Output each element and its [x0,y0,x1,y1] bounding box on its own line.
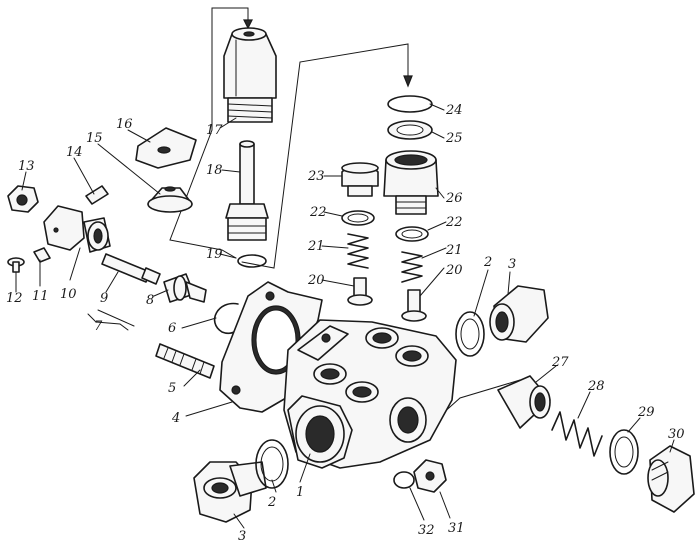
callout-15: 15 [86,131,103,146]
callout-19: 19 [206,247,223,262]
part-18-valve-stem [225,140,269,241]
callout-16: 16 [116,117,133,132]
part-17-valve-cap [223,27,277,123]
part-14-pin [85,185,109,205]
callout-17: 17 [206,123,223,138]
part-29-washer [609,429,639,475]
callout-12: 12 [6,291,23,306]
part-3-fitting-upper [489,285,549,343]
part-26-valve-housing [383,150,439,215]
callout-7: 7 [94,319,103,334]
callout-8: 8 [146,293,154,308]
part-31-hex-nut [413,459,447,493]
callout-2-upper: 2 [483,255,492,270]
callout-22-left: 22 [309,205,327,220]
callout-23: 23 [307,169,325,184]
part-4-gasket [219,281,323,413]
callout-32: 32 [418,523,435,538]
leader-lines [15,103,675,529]
callout-21-right: 21 [445,243,463,258]
part-3-fitting-lower [193,461,267,523]
part-22-seal-ring-right [395,226,429,242]
callout-22-right: 22 [445,215,463,230]
callout-29: 29 [637,405,655,420]
callout-9: 9 [100,291,108,306]
part-20-valve-left [347,277,373,306]
part-8-plunger [163,273,207,303]
callout-5: 5 [168,381,176,396]
callout-13: 13 [18,159,35,174]
part-20-valve-right [401,289,427,322]
callout-24: 24 [445,103,463,118]
callout-4: 4 [171,411,180,426]
part-10-bracket [43,205,111,253]
part-30-end-plug [647,445,695,513]
callout-30: 30 [668,427,685,442]
part-28-spring [551,411,603,457]
part-12-screw [7,257,25,273]
part-1-valve-body [283,319,457,469]
callout-21-left: 21 [307,239,325,254]
callout-1: 1 [296,485,304,500]
callout-26: 26 [445,191,463,206]
part-22-seal-ring-left [341,210,375,226]
part-15-cone-washer [147,186,193,213]
callout-25: 25 [445,131,463,146]
callout-10: 10 [60,287,77,302]
assembly-path-lines [169,7,521,433]
callout-18: 18 [206,163,223,178]
part-21-spring-left [347,233,369,269]
part-7-group-bracket [87,313,129,331]
callout-28: 28 [587,379,605,394]
part-23-plug [341,162,379,197]
part-13-nut [7,185,39,213]
part-27-sleeve [497,375,551,429]
part-25-washer [387,120,433,140]
callout-11: 11 [32,289,49,304]
callout-3-upper: 3 [508,257,516,272]
part-19-o-ring [237,254,267,268]
part-5-stud [155,343,215,379]
callout-3-lower: 3 [238,529,246,544]
callout-6: 6 [168,321,176,336]
callout-14: 14 [66,145,83,160]
callout-20-right: 20 [445,263,463,278]
callout-labels: 1 2 2 3 3 4 5 6 7 8 9 10 11 12 13 14 15 … [6,103,685,544]
part-9-shaft [101,253,161,285]
callout-2-lower: 2 [267,495,276,510]
part-21-spring-right [401,251,423,283]
part-32-lock-washer [393,471,415,489]
part-24-o-ring [387,95,433,113]
callout-31: 31 [448,521,465,536]
part-16-plate [135,127,197,169]
part-2-gasket-upper [455,311,485,357]
part-11-washer [33,247,51,263]
callout-27: 27 [551,355,569,370]
callout-20-left: 20 [307,273,325,288]
